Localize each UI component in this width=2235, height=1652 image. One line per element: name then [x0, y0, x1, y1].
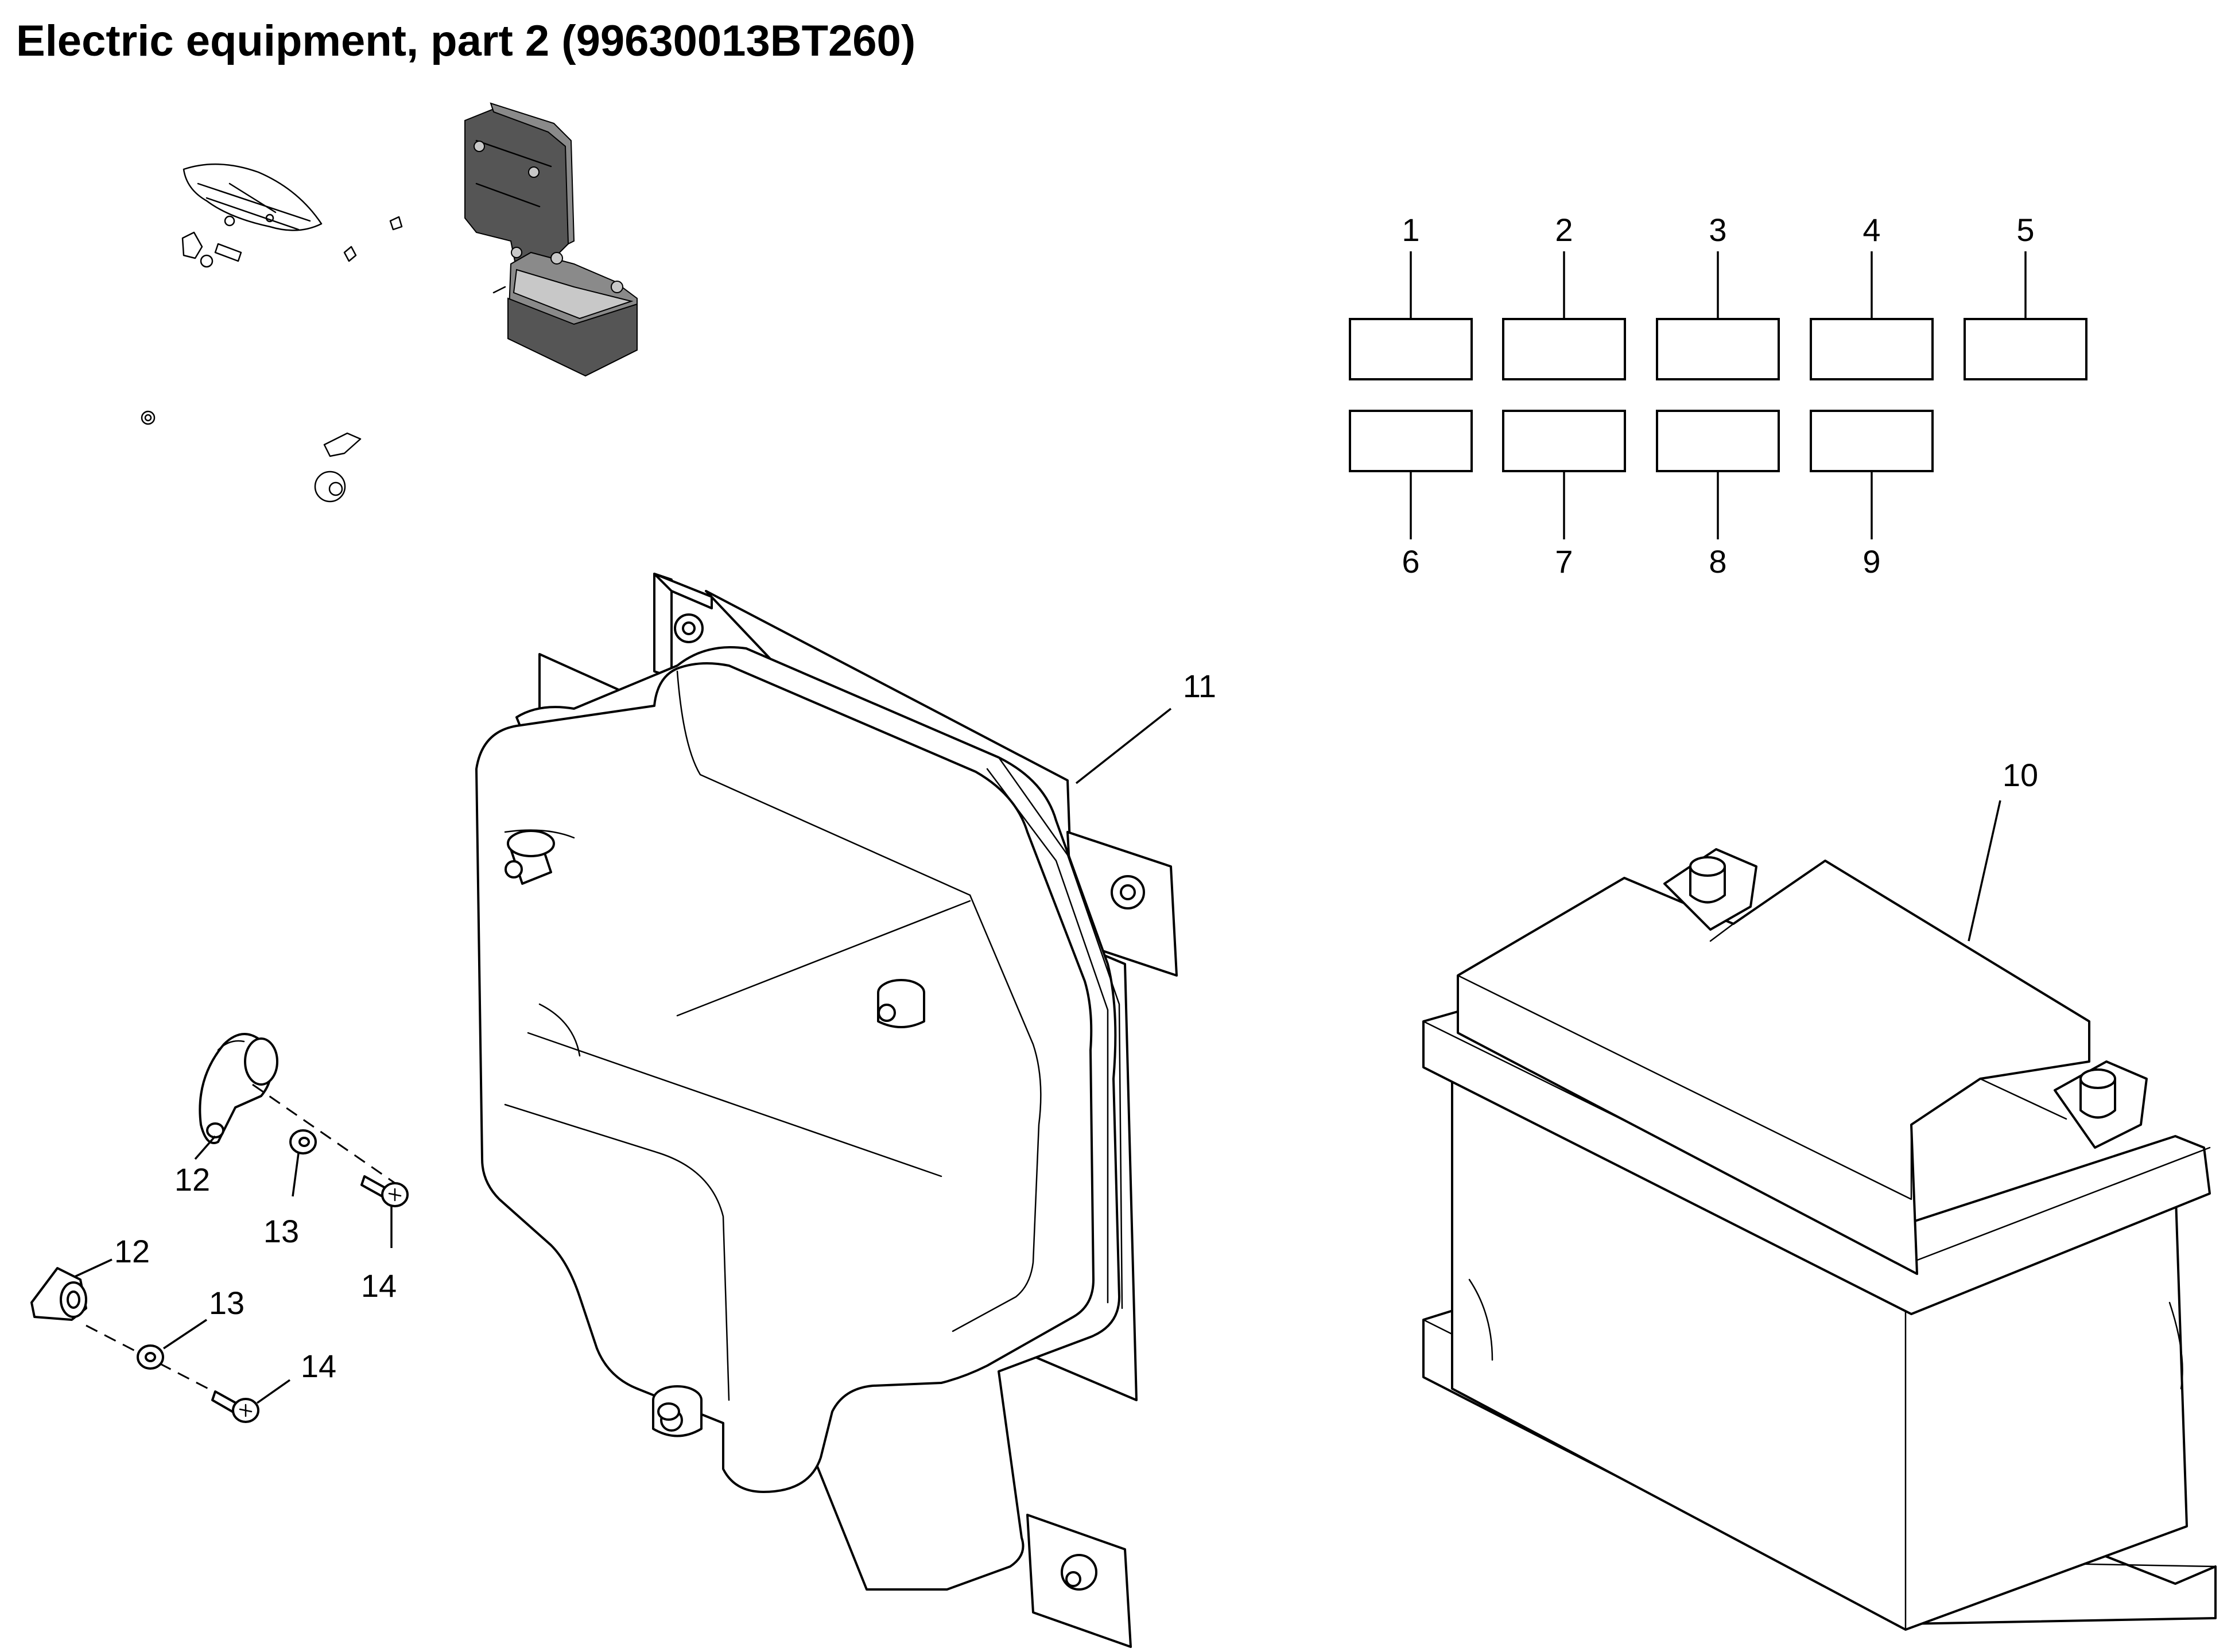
- callout-box-2: 2: [1502, 212, 1626, 380]
- callout-11: 11: [1075, 668, 1216, 784]
- callout-label: 12: [114, 1233, 150, 1269]
- callout-12-lower: 12: [74, 1233, 150, 1278]
- page-title: Electric equipment, part 2 (99630013BT26…: [16, 17, 916, 65]
- car-battery-icon: [1422, 848, 2217, 1631]
- callout-box-6: 6: [1349, 410, 1473, 580]
- callout-box-9: 9: [1810, 410, 1934, 580]
- callout-label: 1: [1402, 212, 1419, 248]
- clamp-assembly-lower: [30, 1267, 259, 1423]
- callout-label: 14: [301, 1348, 336, 1384]
- callout-label: 7: [1555, 543, 1573, 580]
- callout-14-lower: 14: [256, 1348, 336, 1404]
- callout-10: 10: [1968, 757, 2038, 942]
- callout-box-5: 5: [1964, 212, 2087, 380]
- callout-box-7: 7: [1502, 410, 1626, 580]
- callout-label: 4: [1862, 212, 1880, 248]
- callout-label: 10: [2003, 757, 2038, 793]
- clamp-assembly-upper: [199, 1033, 409, 1207]
- callout-label: 9: [1862, 543, 1880, 580]
- callout-13-lower: 13: [163, 1285, 245, 1350]
- callout-label: 12: [174, 1161, 210, 1198]
- callout-label: 2: [1555, 212, 1573, 248]
- callout-box-8: 8: [1656, 410, 1780, 580]
- assembly-overview-thumbnail: [141, 102, 638, 503]
- control-unit-housing-icon: [475, 573, 1178, 1648]
- callout-label: 3: [1709, 212, 1726, 248]
- callout-label: 13: [263, 1213, 299, 1249]
- callout-12-upper: 12: [174, 1135, 216, 1198]
- callout-label: 14: [361, 1268, 397, 1304]
- callout-box-grid: 1 2 3 4 5 6: [1349, 212, 2087, 580]
- callout-label: 8: [1709, 543, 1726, 580]
- callout-label: 6: [1402, 543, 1419, 580]
- callout-box-1: 1: [1349, 212, 1473, 380]
- callout-box-4: 4: [1810, 212, 1934, 380]
- callout-14-upper: 14: [361, 1207, 397, 1304]
- callout-label: 13: [209, 1285, 245, 1321]
- callout-13-upper: 13: [263, 1153, 300, 1249]
- callout-box-3: 3: [1656, 212, 1780, 380]
- callout-label: 5: [2016, 212, 2034, 248]
- callout-label: 11: [1183, 668, 1216, 704]
